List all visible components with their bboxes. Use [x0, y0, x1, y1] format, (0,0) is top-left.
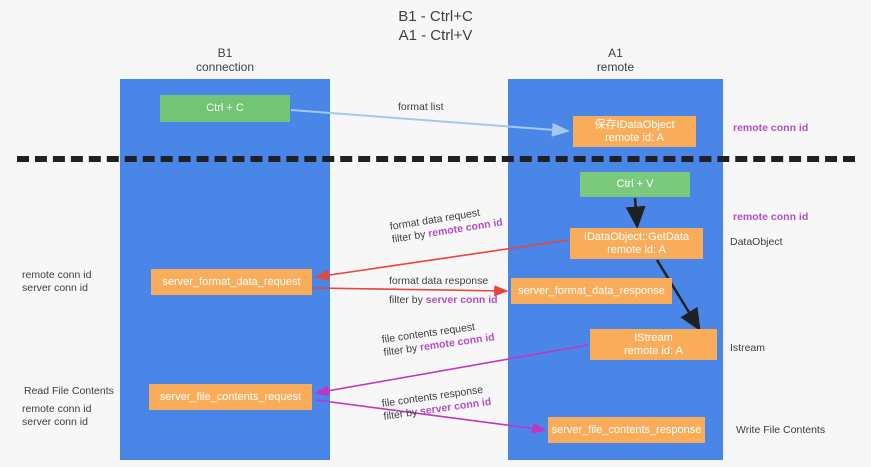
- side-label-remote-conn-id-left-a: remote conn id: [22, 269, 92, 281]
- box-server-file-contents-request[interactable]: server_file_contents_request: [149, 384, 312, 410]
- side-label-server-conn-id-left-a: server conn id: [22, 282, 88, 294]
- edge-label-format-data-response: format data response filter by server co…: [389, 275, 498, 307]
- box-server-format-data-response[interactable]: server_format_data_response: [511, 278, 672, 304]
- page-title: B1 - Ctrl+C A1 - Ctrl+V: [0, 7, 871, 45]
- box-istream-line-1: IStream: [634, 331, 673, 344]
- side-label-remote-conn-id-left-b: remote conn id: [22, 403, 92, 415]
- box-server-format-data-request-label: server_format_data_request: [162, 275, 301, 288]
- lane-header-b1-subtitle: connection: [195, 60, 255, 74]
- side-label-remote-conn-id-top: remote conn id: [733, 122, 809, 134]
- edge-label-file-contents-request: file contents request filter by remote c…: [381, 318, 496, 359]
- page-title-line-1: B1 - Ctrl+C: [398, 8, 473, 25]
- side-label-write-file-contents: Write File Contents: [736, 424, 826, 436]
- lane-header-b1: B1 connection: [120, 46, 330, 74]
- box-ctrl-v-label: Ctrl + V: [616, 178, 654, 190]
- edge-label-format-data-response-filter: filter by server conn id: [389, 294, 498, 306]
- box-server-file-contents-response[interactable]: server_file_contents_response: [548, 417, 705, 443]
- box-ctrl-c[interactable]: Ctrl + C: [160, 95, 290, 122]
- box-idataobject-line-1: 保存IDataObject: [594, 118, 675, 131]
- lane-header-a1: A1 remote: [508, 46, 723, 74]
- box-idataobject[interactable]: 保存IDataObject remote id: A: [573, 116, 696, 147]
- filter-key-server-conn-id: server conn id: [425, 294, 498, 306]
- box-getdata-line-1: IDataObject::GetData: [583, 230, 690, 243]
- box-server-file-contents-request-label: server_file_contents_request: [159, 390, 302, 403]
- edge-label-format-list: format list: [398, 101, 444, 114]
- box-istream-line-2: remote id: A: [624, 344, 683, 357]
- side-label-server-conn-id-left-b: server conn id: [22, 416, 88, 428]
- lane-header-a1-title: A1: [608, 46, 623, 60]
- side-label-dataobject: DataObject: [730, 236, 783, 248]
- side-label-conn-ids-upper: remote conn id server conn id: [22, 269, 91, 295]
- box-idataobject-getdata[interactable]: IDataObject::GetData remote id: A: [570, 228, 703, 259]
- box-ctrl-v[interactable]: Ctrl + V: [580, 172, 690, 197]
- page-title-line-2: A1 - Ctrl+V: [398, 27, 473, 44]
- edge-label-format-list-text: format list: [398, 101, 444, 113]
- edge-label-format-data-response-title: format data response: [389, 275, 489, 287]
- edge-label-file-contents-response: file contents response filter by server …: [381, 383, 492, 424]
- lane-header-a1-subtitle: remote: [596, 60, 635, 74]
- box-server-file-contents-response-label: server_file_contents_response: [551, 423, 702, 436]
- side-label-conn-ids-lower: remote conn id server conn id: [22, 403, 91, 429]
- box-idataobject-line-2: remote id: A: [605, 131, 664, 144]
- side-label-remote-conn-id-mid: remote conn id: [733, 211, 809, 223]
- box-ctrl-c-label: Ctrl + C: [206, 102, 244, 114]
- lane-header-b1-title: B1: [217, 46, 233, 60]
- box-getdata-line-2: remote id: A: [607, 243, 666, 256]
- box-server-format-data-request[interactable]: server_format_data_request: [151, 269, 312, 295]
- side-label-istream: Istream: [730, 342, 766, 354]
- box-server-format-data-response-label: server_format_data_response: [518, 284, 665, 297]
- phase-divider: [17, 156, 855, 162]
- box-istream[interactable]: IStream remote id: A: [590, 329, 717, 360]
- edge-label-format-data-request: format data request filter by remote con…: [389, 203, 504, 246]
- side-label-read-file-contents: Read File Contents: [24, 385, 114, 397]
